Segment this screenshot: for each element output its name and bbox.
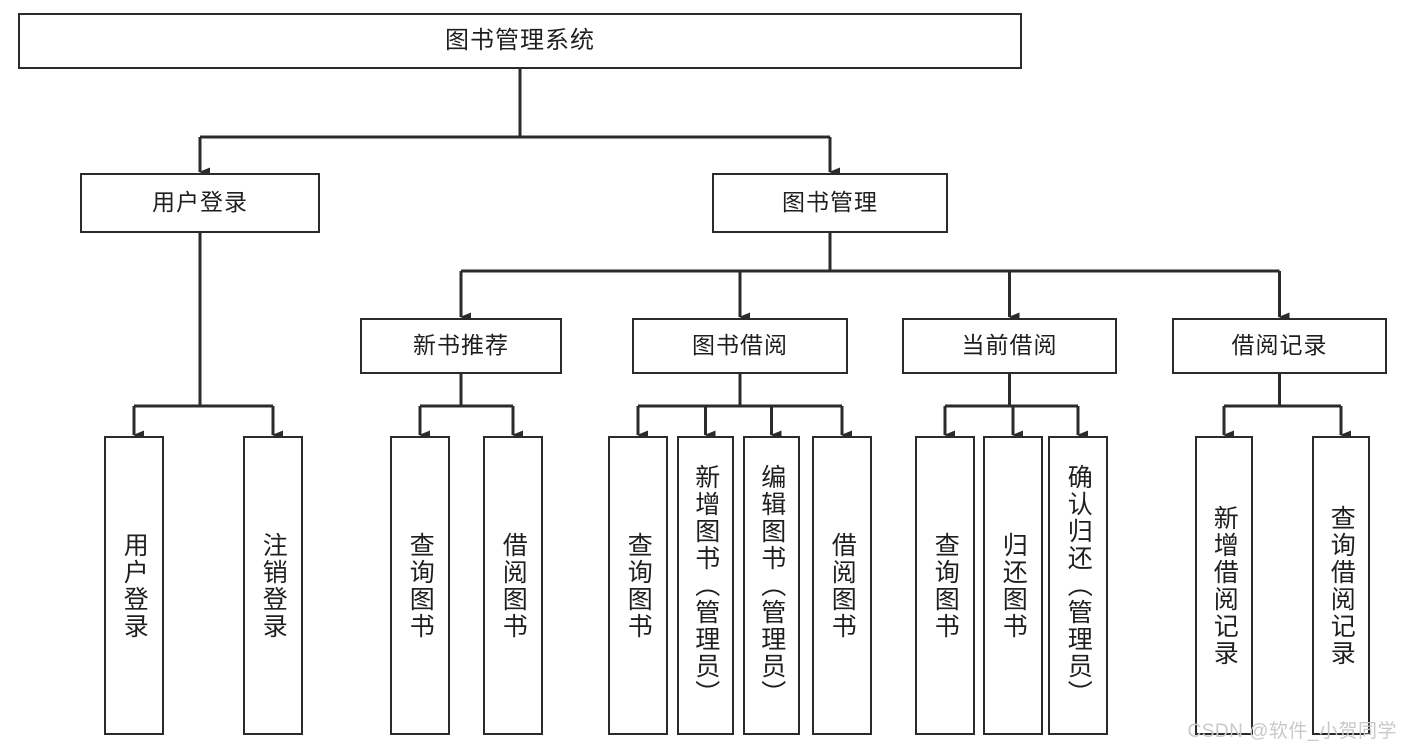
node-label: 查询借阅记录 (1327, 504, 1356, 667)
node-leaf-add-book-admin[interactable]: 新增图书（管理员） (677, 436, 734, 735)
node-label: 查询图书 (931, 531, 960, 640)
node-label: 图书借阅 (692, 332, 788, 359)
node-leaf-borrow-book[interactable]: 借阅图书 (812, 436, 872, 735)
edge-group (132, 69, 1351, 440)
node-borrow-record[interactable]: 借阅记录 (1172, 318, 1387, 374)
node-label: 查询图书 (624, 531, 653, 640)
node-label: 借阅图书 (499, 531, 528, 640)
node-label: 借阅记录 (1231, 332, 1328, 359)
node-leaf-return-book[interactable]: 归还图书 (983, 436, 1043, 735)
node-leaf-add-record[interactable]: 新增借阅记录 (1195, 436, 1253, 735)
node-label: 借阅图书 (828, 531, 857, 640)
node-leaf-user-login[interactable]: 用户登录 (104, 436, 164, 735)
node-label: 新增借阅记录 (1210, 504, 1239, 667)
node-leaf-query-record[interactable]: 查询借阅记录 (1312, 436, 1370, 735)
node-label: 当前借阅 (961, 332, 1058, 359)
node-leaf-borrow-book-new[interactable]: 借阅图书 (483, 436, 543, 735)
node-label: 确认归还（管理员） (1064, 464, 1093, 707)
node-new-book-recommend[interactable]: 新书推荐 (360, 318, 562, 374)
node-label: 查询图书 (406, 531, 435, 640)
node-root[interactable]: 图书管理系统 (18, 13, 1022, 69)
node-label: 注销登录 (259, 531, 288, 640)
watermark-text: CSDN @软件_小贺同学 (1187, 721, 1397, 742)
node-leaf-user-logout[interactable]: 注销登录 (243, 436, 303, 735)
node-label: 用户登录 (120, 531, 149, 640)
node-label: 用户登录 (152, 189, 248, 216)
node-leaf-query-book-borrow[interactable]: 查询图书 (608, 436, 668, 735)
node-label: 图书管理 (782, 189, 878, 216)
node-label: 归还图书 (999, 531, 1028, 640)
node-leaf-query-book-new[interactable]: 查询图书 (390, 436, 450, 735)
node-leaf-query-book-cur[interactable]: 查询图书 (915, 436, 975, 735)
node-book-borrow[interactable]: 图书借阅 (632, 318, 848, 374)
node-label: 图书管理系统 (445, 26, 595, 54)
node-current-borrow[interactable]: 当前借阅 (902, 318, 1117, 374)
node-leaf-edit-book-admin[interactable]: 编辑图书（管理员） (743, 436, 800, 735)
node-leaf-confirm-return[interactable]: 确认归还（管理员） (1048, 436, 1108, 735)
node-user-login[interactable]: 用户登录 (80, 173, 320, 233)
node-label: 编辑图书（管理员） (757, 464, 786, 707)
node-book-manage[interactable]: 图书管理 (712, 173, 948, 233)
node-label: 新增图书（管理员） (691, 464, 720, 707)
node-label: 新书推荐 (413, 332, 509, 359)
